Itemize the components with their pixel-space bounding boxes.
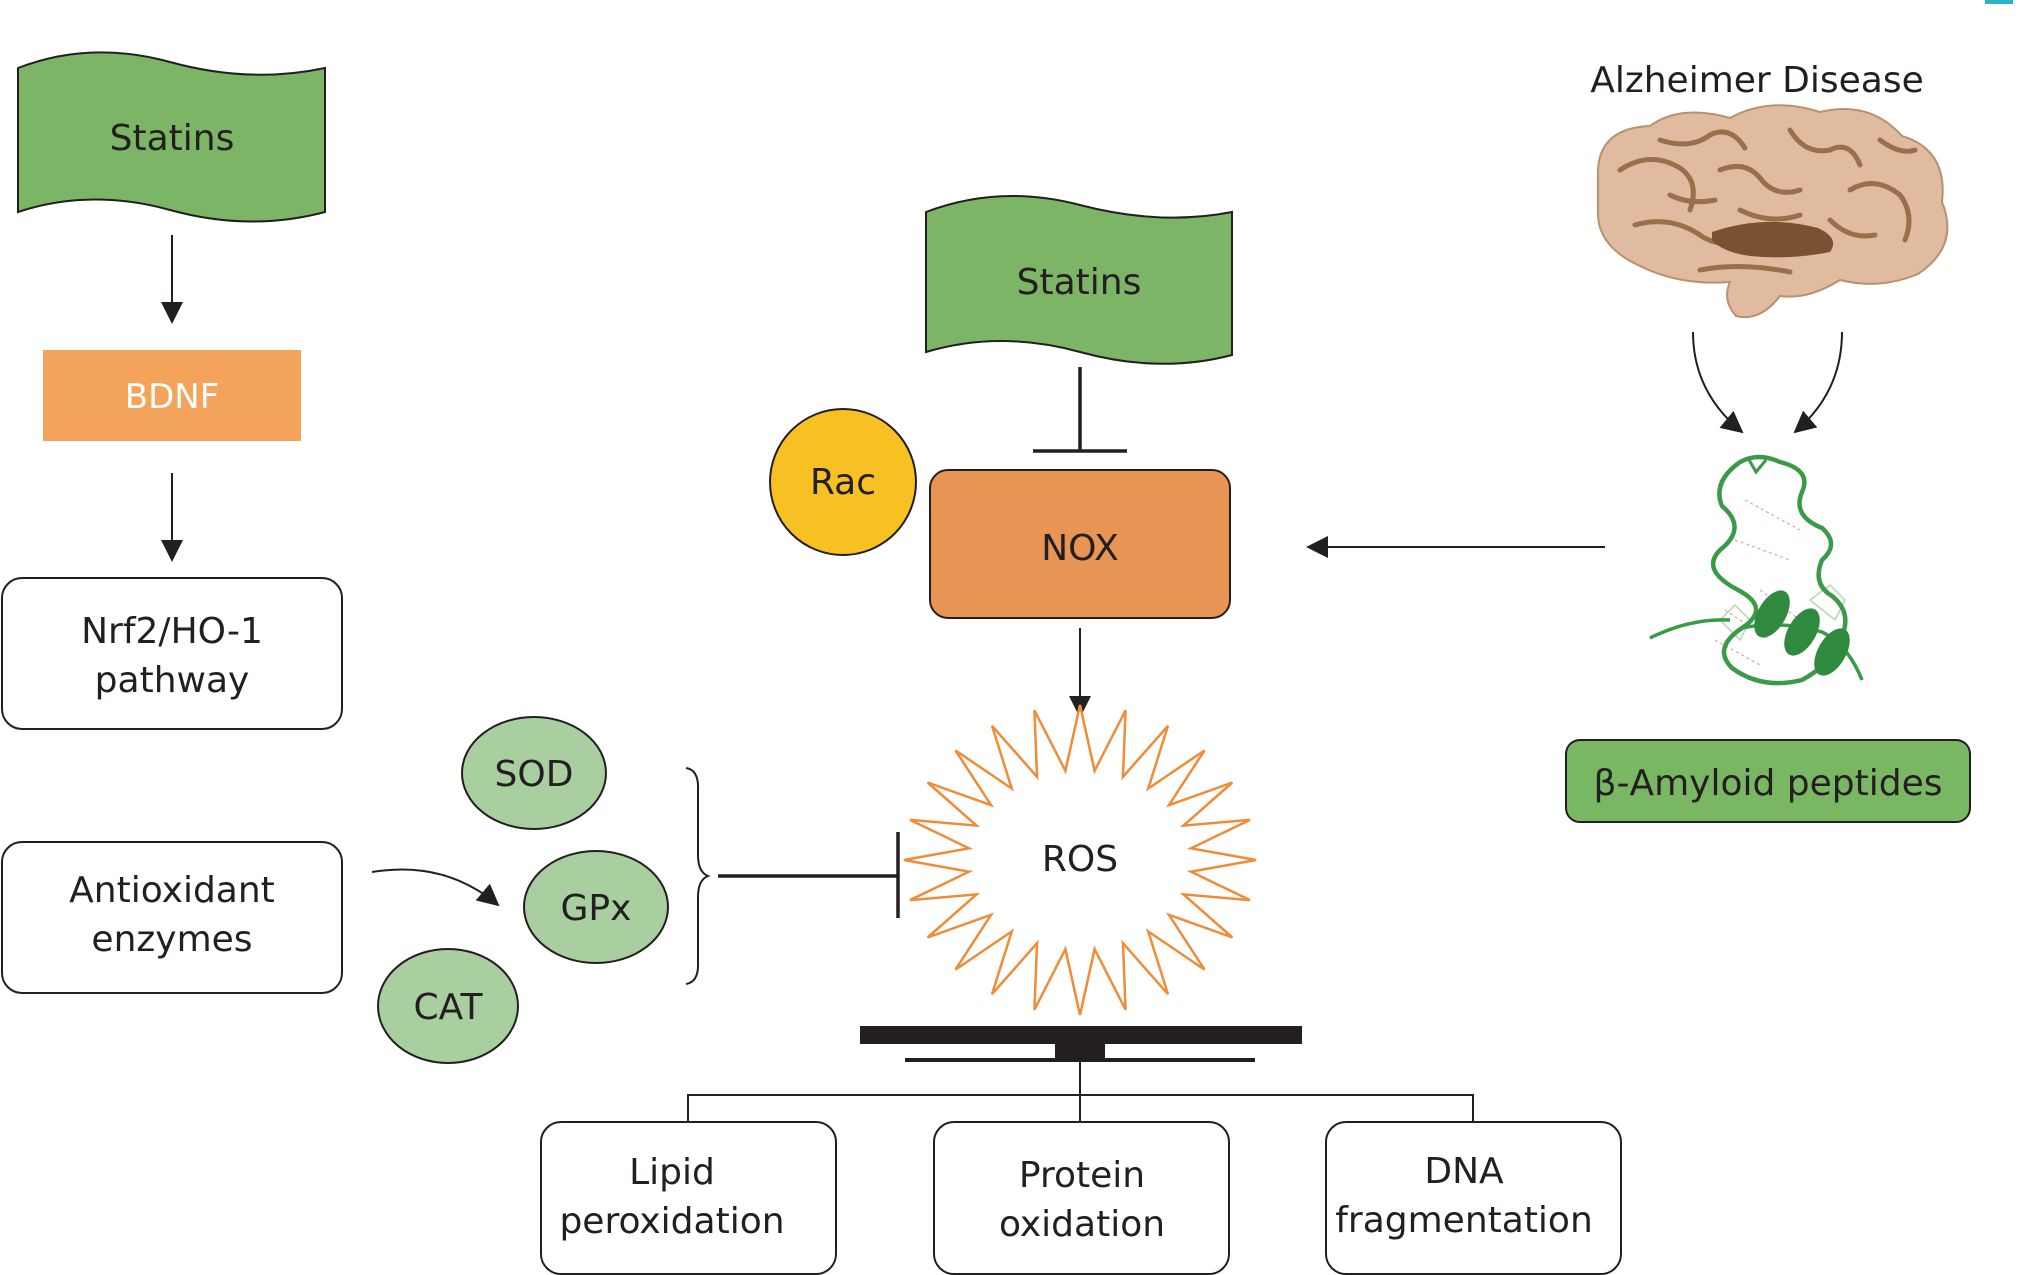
nrf2-line2: pathway [95,660,250,701]
arrow-brain-right [1793,331,1843,434]
dna-fragmentation-box: DNA fragmentation [1325,1121,1622,1275]
arrow-antioxidant-to-enzymes [371,868,500,907]
outcome-connectors [687,1062,1474,1122]
nox-label: NOX [1041,528,1119,569]
nrf2-pathway-box: Nrf2/HO-1 pathway [1,577,343,730]
antioxidant-line2: enzymes [91,919,252,960]
lipid-line1: Lipid [629,1152,715,1193]
statins-label-left: Statins [110,118,235,159]
bdnf-box: BDNF [43,350,301,441]
amyloid-label: β-Amyloid peptides [1593,763,1942,804]
protein-oxidation-box: Protein oxidation [933,1121,1230,1275]
rac-circle: Rac [769,408,917,556]
cat-ellipse: CAT [377,948,519,1064]
inhibit-statins-to-nox [1033,367,1127,453]
ros-block-bar-bottom [905,1058,1255,1062]
inhibit-enzymes-to-ros [718,832,900,918]
cat-label: CAT [414,987,484,1028]
gpx-ellipse: GPx [523,850,669,964]
brain-illustration [1596,104,1949,318]
statins-banner-left: Statins [17,51,326,223]
ros-block-bar-top [860,1026,1302,1044]
bdnf-label: BDNF [125,377,220,417]
lipid-line2: peroxidation [559,1201,784,1242]
statins-label-center: Statins [1017,262,1142,303]
antioxidant-enzymes-box: Antioxidant enzymes [1,841,343,994]
rac-label: Rac [810,462,876,503]
ros-label: ROS [1042,839,1118,880]
gpx-label: GPx [561,888,632,929]
antioxidant-line1: Antioxidant [69,870,275,911]
amyloid-peptide-structure [1649,454,1864,686]
arrow-brain-left [1692,331,1744,434]
alzheimer-title: Alzheimer Disease [1590,60,1924,101]
dna-line1: DNA [1424,1151,1504,1192]
sod-label: SOD [495,754,574,795]
protein-line1: Protein [1019,1155,1145,1196]
sod-ellipse: SOD [461,716,607,830]
enzymes-brace [685,767,711,985]
dna-line2: fragmentation [1335,1200,1593,1241]
corner-accent [1985,0,2013,4]
ros-starburst: ROS [903,704,1257,1016]
lipid-peroxidation-box: Lipid peroxidation [540,1121,837,1275]
ros-block-stem [1055,1044,1105,1060]
statins-banner-center: Statins [925,195,1233,365]
nox-box: NOX [929,469,1231,619]
nrf2-line1: Nrf2/HO-1 [81,611,263,652]
protein-line2: oxidation [999,1204,1165,1245]
amyloid-peptides-box: β-Amyloid peptides [1565,739,1971,823]
